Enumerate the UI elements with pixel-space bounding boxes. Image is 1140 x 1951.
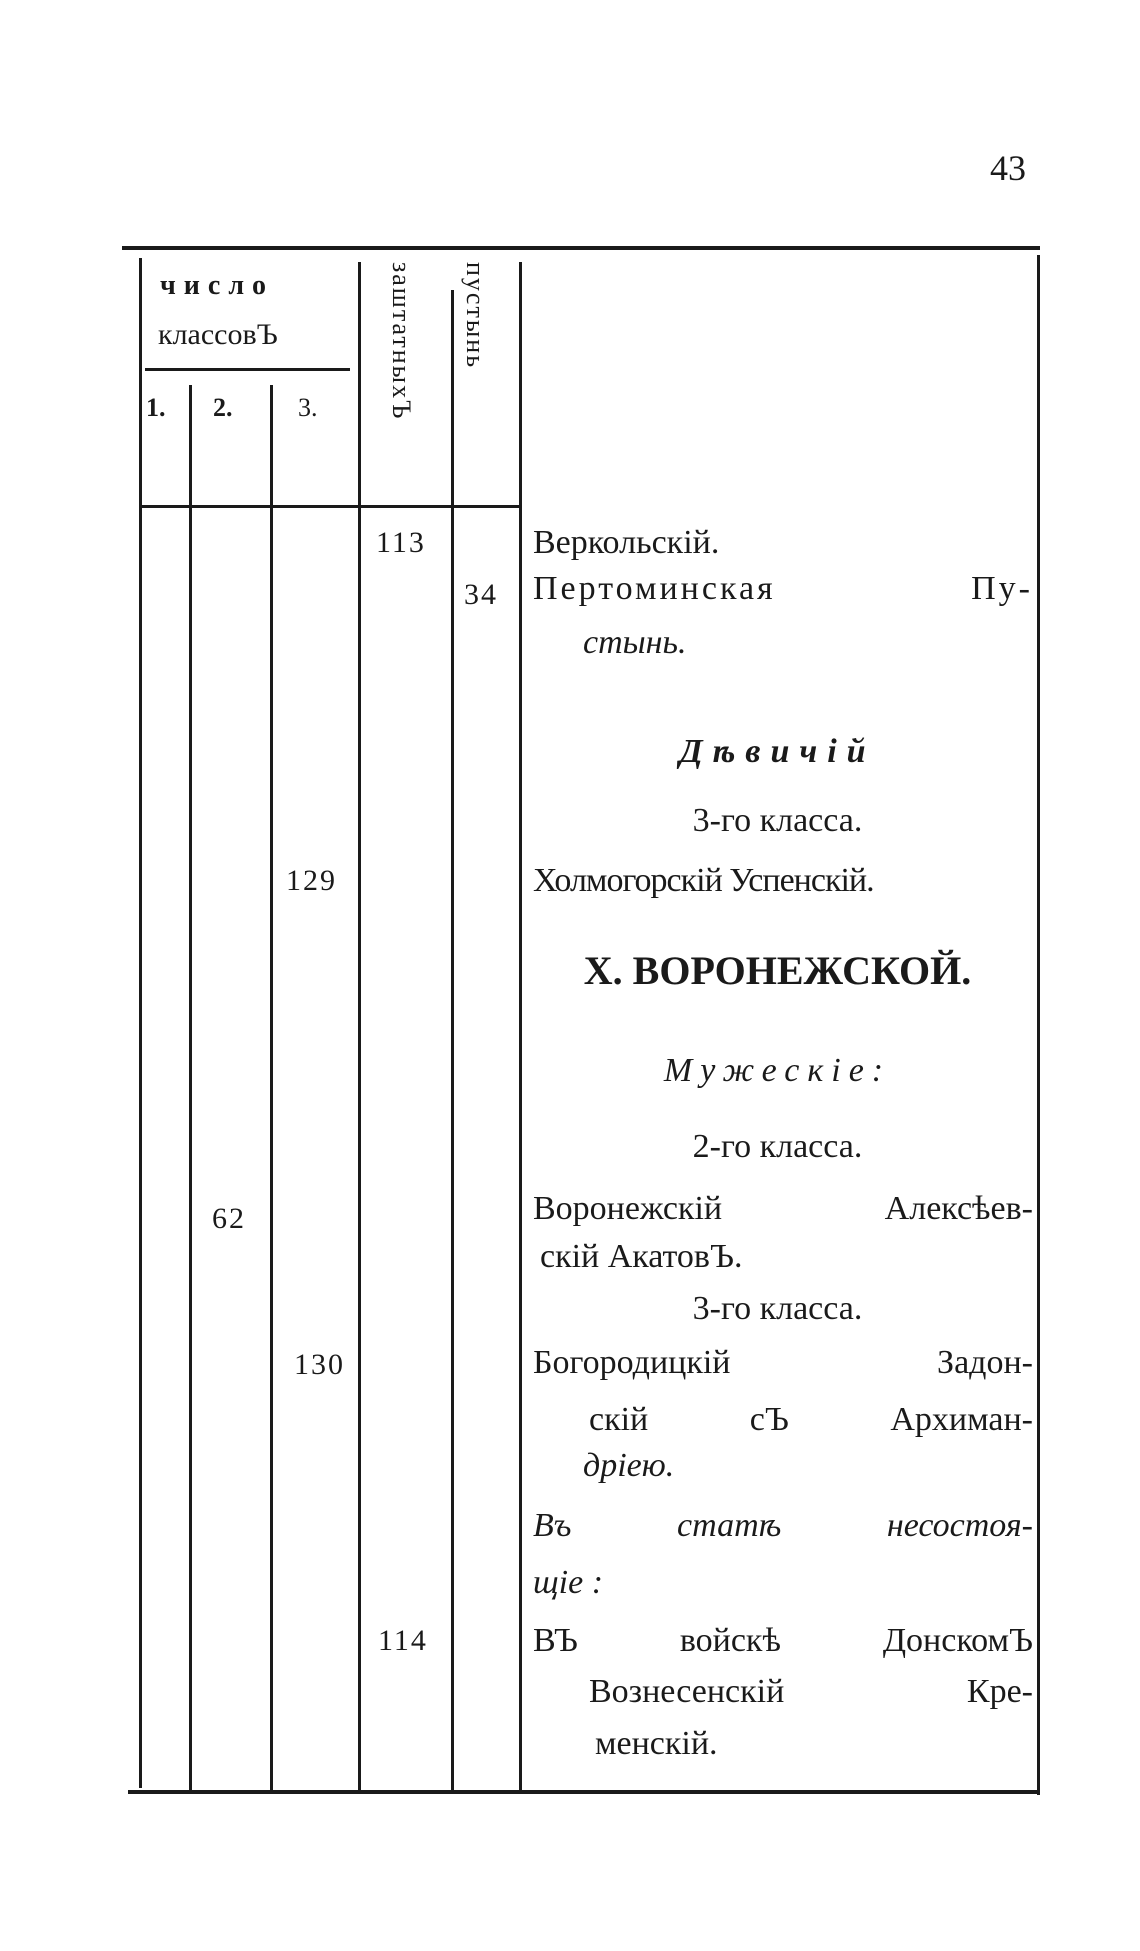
- entry-line: ВЪ войскѣ ДонскомЪ: [533, 1622, 1033, 1659]
- page-number: 43: [990, 148, 1026, 188]
- class-heading: 3-го класса.: [692, 1290, 863, 1327]
- entry-line: стынь.: [583, 624, 687, 661]
- entry-line: щіе :: [533, 1564, 604, 1601]
- header-hermitages: пустынь: [461, 262, 490, 370]
- entry-line: Веркольскій.: [533, 524, 720, 561]
- header-class-3: 3.: [298, 393, 318, 422]
- number-voronezhsky: 62: [212, 1202, 246, 1235]
- entry-line: Вознесенскій Кре-: [589, 1673, 1033, 1710]
- entry-line: дріею.: [583, 1447, 675, 1484]
- header-count-title: число: [160, 270, 275, 301]
- number-bogoroditsky: 130: [294, 1348, 345, 1381]
- class-heading: 2-го класса.: [692, 1128, 863, 1165]
- header-supernumerary: заштатныхЪ: [387, 262, 416, 421]
- col-line-3: [358, 262, 361, 1790]
- entry-line: Въ статѣ несостоя-: [533, 1507, 1033, 1544]
- header-class-1: 1.: [146, 393, 166, 422]
- col-line-1: [189, 385, 192, 1790]
- header-bottom-rule: [140, 505, 520, 508]
- number-voznesensky: 114: [378, 1624, 428, 1657]
- number-kholmogorsky: 129: [286, 864, 337, 897]
- entry-line: Пертоминская Пу-: [533, 570, 1033, 607]
- left-border: [139, 258, 142, 1788]
- entry-line: Богородицкій Задон-: [533, 1344, 1033, 1381]
- section-heading: Мужескіе:: [663, 1052, 892, 1089]
- section-heading: Дѣвичій: [679, 733, 876, 770]
- number-pertominskaya: 34: [464, 578, 498, 611]
- province-heading: X. ВОРОНЕЖСКОЙ.: [583, 948, 972, 993]
- entry-line: Воронежскій Алексѣев-: [533, 1190, 1033, 1227]
- number-verkolsky: 113: [376, 526, 426, 559]
- table-top-border: [122, 246, 1040, 250]
- header-classes-title: классовЪ: [158, 318, 278, 351]
- col-line-4: [451, 290, 454, 1790]
- entry-line: скій АкатовЪ.: [540, 1238, 743, 1275]
- header-class-2: 2.: [213, 393, 233, 422]
- col-line-2: [270, 385, 273, 1790]
- entry-line: менскій.: [595, 1725, 718, 1762]
- right-border: [1037, 255, 1040, 1795]
- table-bottom-border: [128, 1790, 1040, 1794]
- class-heading: 3-го класса.: [692, 802, 863, 839]
- count-underline: [145, 368, 350, 371]
- col-line-5: [519, 262, 522, 1790]
- entry-line: скій сЪ Архиман-: [589, 1401, 1033, 1438]
- entry-line: Холмогорскій Успенскій.: [533, 862, 875, 899]
